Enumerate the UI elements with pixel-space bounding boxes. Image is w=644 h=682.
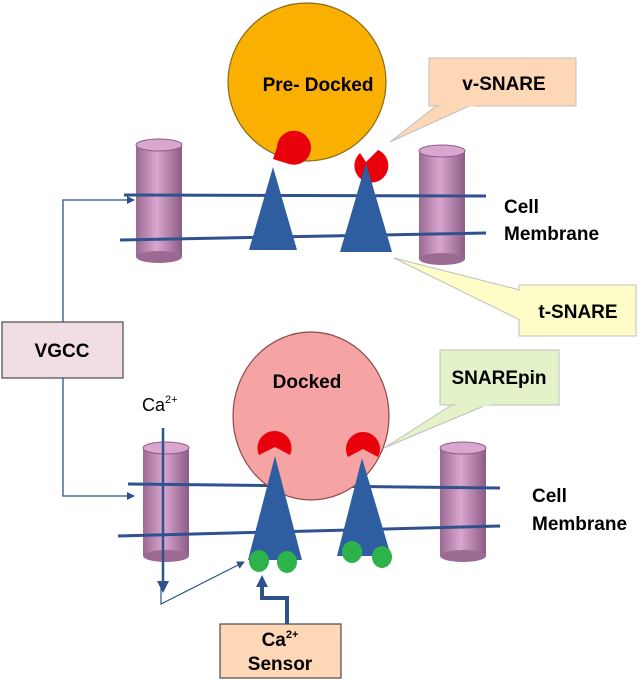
snarepin-label: SNAREpin <box>452 368 547 389</box>
bottom-right-channel <box>439 441 487 562</box>
top-membrane-label-line1: Cell <box>504 197 539 218</box>
snarepin-callout: SNAREpin <box>383 349 560 449</box>
snarepin-left-head <box>257 431 292 455</box>
top-left-channel <box>135 138 183 263</box>
ca-sensor-dot-1 <box>249 550 269 572</box>
snarepin-left-body <box>248 456 302 560</box>
top-membrane-label-line2: Membrane <box>504 224 599 245</box>
ca-sensor-box <box>219 623 342 679</box>
pre-docked-label: Pre- Docked <box>263 75 374 96</box>
docked-label: Docked <box>273 372 342 393</box>
top-membrane-lower <box>119 231 487 242</box>
docked-vesicle <box>232 331 390 501</box>
sensor-pointer-arrow <box>256 575 289 624</box>
snarepin-right-head <box>346 432 380 457</box>
v-snare-label: v-SNARE <box>462 74 545 95</box>
bottom-membrane-label-line2: Membrane <box>532 514 627 535</box>
ca-sensor-label-line2: Sensor <box>248 654 313 675</box>
t-snare-callout: t-SNARE <box>393 257 637 337</box>
v-snare-callout: v-SNARE <box>389 57 577 143</box>
vgcc-to-top-arrow <box>62 196 135 322</box>
top-membrane-upper <box>123 193 487 198</box>
bottom-membrane-lower <box>117 524 501 538</box>
vgcc-to-bottom-arrow <box>62 378 135 500</box>
ca-sensor-dot-2 <box>277 551 297 573</box>
t-snare-left <box>249 167 297 250</box>
vgcc-label: VGCC <box>35 341 90 362</box>
calcium-to-sensor-arrow <box>160 561 245 605</box>
calcium-label: Ca2+ <box>142 394 178 415</box>
snarepin-right-body <box>337 458 391 556</box>
ca-sensor-dot-4 <box>372 546 392 568</box>
ca-sensor-dot-3 <box>342 541 362 563</box>
top-right-channel <box>418 144 466 265</box>
bottom-left-channel <box>142 441 190 562</box>
bottom-membrane-label-line1: Cell <box>532 486 567 507</box>
pre-docked-vesicle <box>227 2 387 162</box>
v-snare-right <box>354 150 389 183</box>
ca-sensor-label-line1: Ca2+ <box>262 629 299 651</box>
t-snare-label: t-SNARE <box>538 302 617 323</box>
t-snare-right <box>340 163 392 252</box>
v-snare-left <box>273 130 311 165</box>
